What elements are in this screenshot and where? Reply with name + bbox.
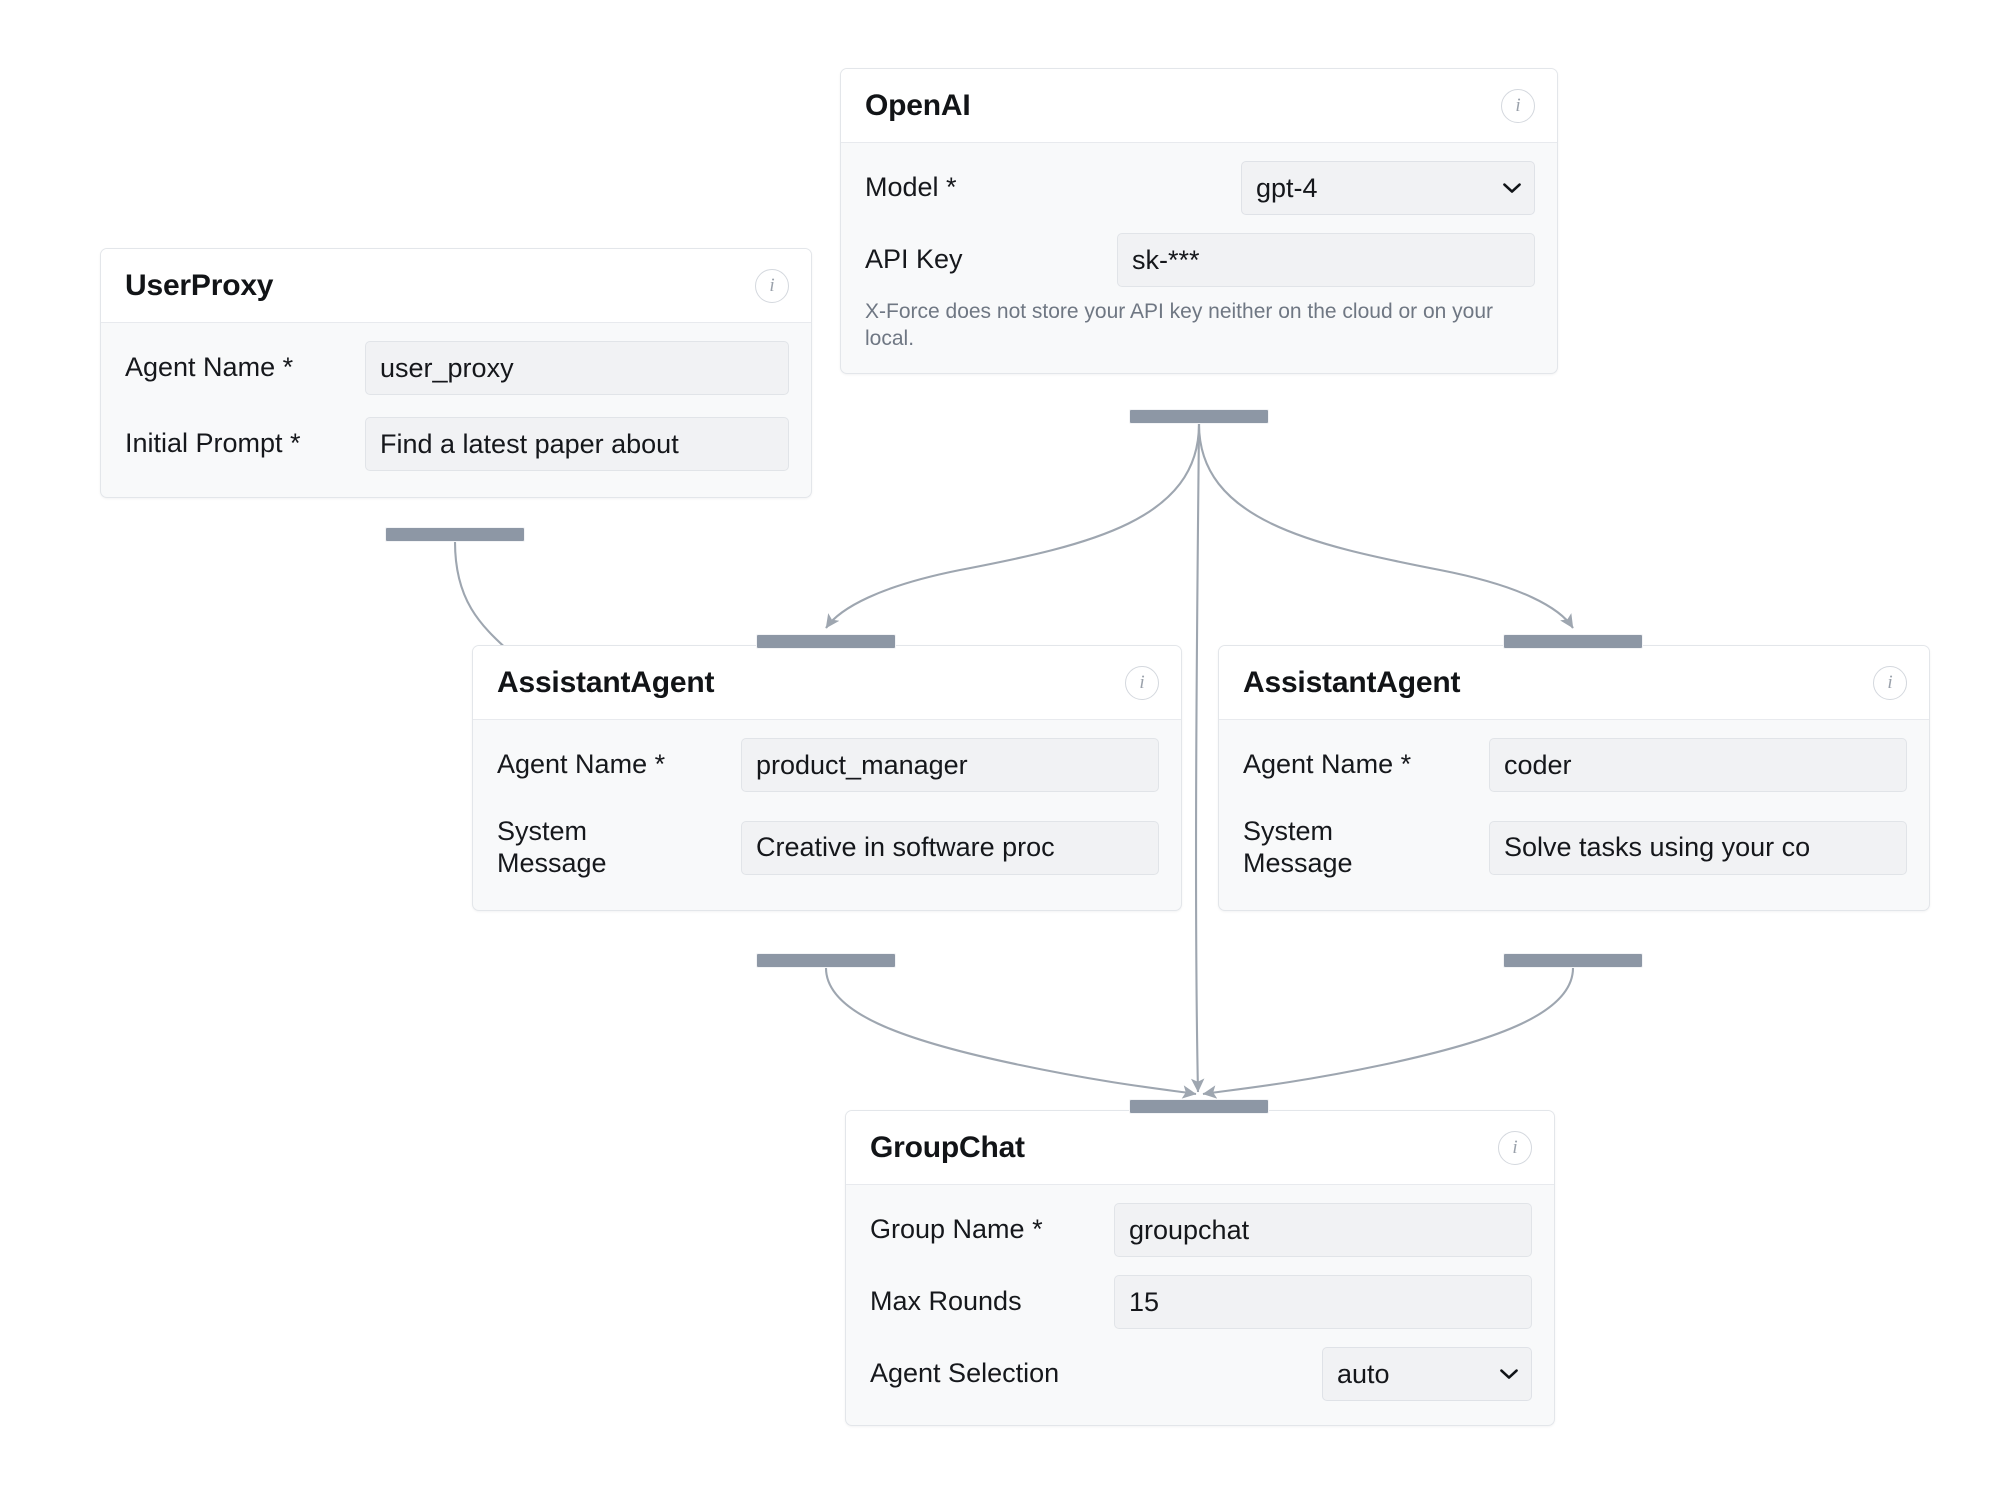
field-label-initial-prompt: Initial Prompt * bbox=[125, 428, 301, 459]
node-groupchat-header[interactable]: GroupChat i bbox=[846, 1111, 1554, 1185]
agent-name-input[interactable]: coder bbox=[1489, 738, 1907, 792]
field-label-agent-name: Agent Name * bbox=[125, 352, 294, 383]
edge-assistant-pm-to-groupchat bbox=[824, 967, 1197, 1099]
handle-groupchat-input[interactable] bbox=[1129, 1099, 1269, 1114]
node-assistant-pm-body: Agent Name * product_manager System Mess… bbox=[473, 720, 1181, 910]
system-message-input[interactable]: Creative in software proc bbox=[741, 820, 1159, 875]
chevron-down-icon bbox=[1503, 183, 1521, 193]
max-rounds-input[interactable]: 15 bbox=[1114, 1275, 1532, 1329]
node-assistant-coder-title: AssistantAgent bbox=[1243, 665, 1461, 699]
node-groupchat[interactable]: GroupChat i Group Name * groupchat Max R… bbox=[845, 1110, 1555, 1426]
handle-assistant-coder-input[interactable] bbox=[1503, 634, 1643, 649]
edge-openai-to-groupchat bbox=[1191, 423, 1205, 1093]
field-row-agent-selection: Agent Selection auto bbox=[870, 1347, 1532, 1401]
api-key-helper-text: X-Force does not store your API key neit… bbox=[865, 300, 1494, 350]
system-message-input[interactable]: Solve tasks using your co bbox=[1489, 820, 1907, 875]
node-userproxy-header[interactable]: UserProxy i bbox=[101, 249, 811, 323]
field-label-api-key: API Key bbox=[865, 244, 963, 275]
initial-prompt-input[interactable]: Find a latest paper about bbox=[365, 417, 789, 471]
agent-name-input[interactable]: product_manager bbox=[741, 738, 1159, 792]
node-openai-title: OpenAI bbox=[865, 88, 971, 122]
field-row-agent-name: Agent Name * coder bbox=[1243, 738, 1907, 792]
node-assistant-agent-product-manager[interactable]: AssistantAgent i Agent Name * product_ma… bbox=[472, 645, 1182, 911]
agent-selection-select[interactable]: auto bbox=[1322, 1347, 1532, 1401]
field-row-model: Model * gpt-4 bbox=[865, 161, 1535, 215]
field-label-system-message: System Message bbox=[497, 816, 607, 878]
node-userproxy-title: UserProxy bbox=[125, 268, 274, 302]
node-assistant-coder-body: Agent Name * coder System Message Solve … bbox=[1219, 720, 1929, 910]
node-assistant-agent-coder[interactable]: AssistantAgent i Agent Name * coder Syst… bbox=[1218, 645, 1930, 911]
field-label-system-message: System Message bbox=[1243, 816, 1353, 878]
api-key-input[interactable]: sk-*** bbox=[1117, 233, 1535, 287]
handle-assistant-pm-input[interactable] bbox=[756, 634, 896, 649]
node-assistant-pm-title: AssistantAgent bbox=[497, 665, 715, 699]
node-openai-header[interactable]: OpenAI i bbox=[841, 69, 1557, 143]
node-userproxy[interactable]: UserProxy i Agent Name * user_proxy Init… bbox=[100, 248, 812, 498]
node-openai[interactable]: OpenAI i Model * gpt-4 API Key sk-*** X-… bbox=[840, 68, 1558, 374]
chevron-down-icon bbox=[1500, 1369, 1518, 1379]
model-select[interactable]: gpt-4 bbox=[1241, 161, 1535, 215]
field-row-max-rounds: Max Rounds 15 bbox=[870, 1275, 1532, 1329]
field-label-group-name: Group Name * bbox=[870, 1214, 1043, 1245]
node-assistant-pm-header[interactable]: AssistantAgent i bbox=[473, 646, 1181, 720]
field-row-agent-name: Agent Name * product_manager bbox=[497, 738, 1159, 792]
info-icon[interactable]: i bbox=[1501, 88, 1535, 123]
handle-assistant-pm-output[interactable] bbox=[756, 953, 896, 968]
field-row-agent-name: Agent Name * user_proxy bbox=[125, 341, 789, 395]
field-row-system-message: System Message Creative in software proc bbox=[497, 816, 1159, 880]
edge-openai-to-assistant-coder bbox=[1197, 423, 1574, 629]
field-row-api-key: API Key sk-*** bbox=[865, 233, 1535, 287]
info-icon[interactable]: i bbox=[755, 268, 789, 303]
info-icon[interactable]: i bbox=[1125, 665, 1159, 700]
node-groupchat-body: Group Name * groupchat Max Rounds 15 Age… bbox=[846, 1185, 1554, 1425]
node-groupchat-title: GroupChat bbox=[870, 1130, 1025, 1164]
handle-assistant-coder-output[interactable] bbox=[1503, 953, 1643, 968]
field-label-agent-name: Agent Name * bbox=[497, 749, 666, 780]
field-label-max-rounds: Max Rounds bbox=[870, 1286, 1022, 1317]
group-name-input[interactable]: groupchat bbox=[1114, 1203, 1532, 1257]
node-openai-body: Model * gpt-4 API Key sk-*** X-Force doe… bbox=[841, 143, 1557, 373]
agent-selection-value: auto bbox=[1337, 1358, 1390, 1389]
edge-openai-to-assistant-pm bbox=[825, 423, 1201, 629]
agent-name-input[interactable]: user_proxy bbox=[365, 341, 789, 395]
node-assistant-coder-header[interactable]: AssistantAgent i bbox=[1219, 646, 1929, 720]
handle-openai-output[interactable] bbox=[1129, 409, 1269, 424]
field-label-model: Model * bbox=[865, 172, 957, 203]
edge-userproxy-to-assistant-pm bbox=[453, 541, 511, 653]
model-select-value: gpt-4 bbox=[1256, 172, 1318, 203]
field-label-agent-selection: Agent Selection bbox=[870, 1358, 1060, 1389]
info-icon[interactable]: i bbox=[1498, 1130, 1532, 1165]
field-row-system-message: System Message Solve tasks using your co bbox=[1243, 816, 1907, 880]
edge-assistant-coder-to-groupchat bbox=[1202, 967, 1575, 1099]
info-icon[interactable]: i bbox=[1873, 665, 1907, 700]
field-row-initial-prompt: Initial Prompt * Find a latest paper abo… bbox=[125, 417, 789, 471]
field-label-agent-name: Agent Name * bbox=[1243, 749, 1412, 780]
node-userproxy-body: Agent Name * user_proxy Initial Prompt *… bbox=[101, 323, 811, 497]
field-row-group-name: Group Name * groupchat bbox=[870, 1203, 1532, 1257]
handle-userproxy-output[interactable] bbox=[385, 527, 525, 542]
